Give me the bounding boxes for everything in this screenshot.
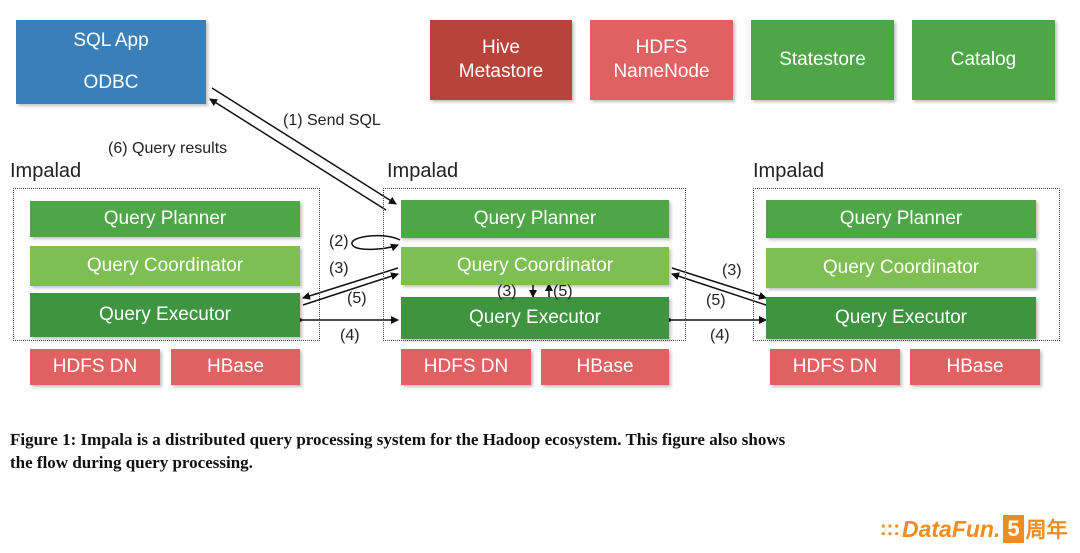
step-5-right-label: (5) <box>706 292 726 309</box>
query-planner-middle: Query Planner <box>401 200 669 238</box>
step-4-left-label: (4) <box>340 327 360 344</box>
logo-wordmark: DataFun. <box>901 515 1001 542</box>
query-executor-middle: Query Executor <box>401 297 669 339</box>
step-3-left-label: (3) <box>329 260 349 277</box>
hdfs-dn-label: HDFS DN <box>52 356 138 377</box>
impalad-right-label: Impalad <box>753 160 825 182</box>
step-2-label: (2) <box>329 233 349 250</box>
impalad-right-node <box>753 188 1060 341</box>
results-left-arrow <box>302 272 399 306</box>
query-executor-label: Query Executor <box>835 307 967 328</box>
hbase-left: HBase <box>171 349 300 385</box>
logo-anniversary-number: 5 <box>1003 515 1024 543</box>
query-results-arrow <box>209 98 387 211</box>
catalog-label: Catalog <box>950 49 1017 70</box>
impalad-left-label: Impalad <box>10 160 82 182</box>
hdfs-namenode-box: HDFS NameNode <box>590 20 733 100</box>
send-sql-label: (1) Send SQL <box>283 112 381 129</box>
figure-caption: Figure 1: Impala is a distributed query … <box>10 428 1070 474</box>
flow-arrows <box>209 87 767 324</box>
send-sql-arrow <box>211 87 397 205</box>
query-executor-label: Query Executor <box>469 307 601 328</box>
caption-line-1: Figure 1: Impala is a distributed query … <box>10 430 786 449</box>
hbase-label: HBase <box>576 356 634 377</box>
caption-line-2: the flow during query processing. <box>10 453 253 472</box>
catalog-box: Catalog <box>912 20 1055 100</box>
query-coordinator-label: Query Coordinator <box>822 257 980 278</box>
step-5-left-label: (5) <box>347 290 367 307</box>
query-coordinator-middle: Query Coordinator <box>401 247 669 285</box>
hive-metastore-box: Hive Metastore <box>430 20 572 100</box>
query-coordinator-left: Query Coordinator <box>30 246 300 286</box>
hbase-middle: HBase <box>541 349 669 385</box>
hdfs-dn-right: HDFS DN <box>770 349 900 385</box>
hdfs-dn-label: HDFS DN <box>792 356 878 377</box>
datafun-logo: ::: DataFun. 5 周年 <box>880 514 1068 544</box>
odbc-label: ODBC <box>83 72 139 93</box>
step-3-right-label: (3) <box>722 262 742 279</box>
namenode-label: NameNode <box>613 61 710 82</box>
query-coordinator-right: Query Coordinator <box>766 248 1036 288</box>
sql-app-client-box: SQL App ODBC <box>16 20 206 104</box>
query-results-label: (6) Query results <box>108 140 228 157</box>
results-right-arrow <box>671 272 767 306</box>
query-coordinator-label: Query Coordinator <box>456 255 614 276</box>
logo-anniversary-suffix: 周年 <box>1025 519 1068 542</box>
query-executor-right: Query Executor <box>766 297 1036 339</box>
hive-label: Hive <box>481 37 520 58</box>
step-5-middle-label: (5) <box>553 283 573 300</box>
hbase-right: HBase <box>910 349 1040 385</box>
hbase-label: HBase <box>206 356 265 377</box>
dispatch-right-arrow <box>671 267 767 300</box>
hdfs-label: HDFS <box>635 37 688 58</box>
metastore-label: Metastore <box>458 61 544 82</box>
query-planner-right: Query Planner <box>766 200 1036 238</box>
step-3-middle-label: (3) <box>497 283 517 300</box>
logo-dots: ::: <box>880 517 900 540</box>
hdfs-dn-label: HDFS DN <box>423 356 509 377</box>
sql-app-label: SQL App <box>73 30 149 51</box>
query-planner-label: Query Planner <box>839 208 963 229</box>
query-executor-left: Query Executor <box>30 293 300 337</box>
hdfs-dn-middle: HDFS DN <box>401 349 531 385</box>
step-4-right-label: (4) <box>710 327 730 344</box>
impalad-left-node <box>13 188 320 341</box>
hdfs-dn-left: HDFS DN <box>30 349 160 385</box>
statestore-label: Statestore <box>779 49 866 70</box>
impalad-middle-label: Impalad <box>387 160 459 182</box>
impalad-middle-node <box>383 188 686 341</box>
statestore-box: Statestore <box>751 20 894 100</box>
hbase-label: HBase <box>946 356 1004 377</box>
query-planner-label: Query Planner <box>103 208 227 229</box>
dispatch-left-arrow <box>302 267 399 300</box>
query-planner-label: Query Planner <box>473 208 597 229</box>
query-executor-label: Query Executor <box>99 304 231 325</box>
query-coordinator-label: Query Coordinator <box>86 255 244 276</box>
query-planner-left: Query Planner <box>30 201 300 237</box>
